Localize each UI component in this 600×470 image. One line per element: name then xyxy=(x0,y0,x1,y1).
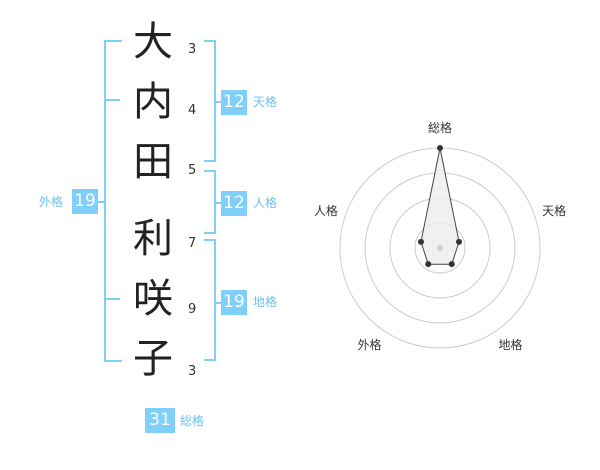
name-char-5: 咲 xyxy=(133,276,173,322)
radar-point-4 xyxy=(425,261,432,268)
stroke-count-1: 3 xyxy=(188,42,197,57)
gaikaku-badge: 19 xyxy=(72,189,98,214)
tenkaku-label: 天格 xyxy=(253,95,278,109)
radar-axis-label-5: 人格 xyxy=(314,203,338,218)
jinkaku-badge: 12 xyxy=(221,191,247,216)
name-char-4: 利 xyxy=(133,216,173,262)
chikaku-bracket xyxy=(204,239,216,361)
radar-axis-label-2: 天格 xyxy=(542,203,566,218)
name-char-2: 内 xyxy=(133,79,173,125)
gaikaku-bracket-tick-top xyxy=(104,99,120,101)
radar-point-1 xyxy=(437,145,443,151)
tenkaku-badge: 12 xyxy=(221,90,247,115)
radar-center-dot xyxy=(437,245,443,251)
radar-point-2 xyxy=(456,238,463,245)
radar-series-polygon xyxy=(420,147,460,265)
radar-axis-label-3: 地格 xyxy=(499,337,523,352)
stroke-count-4: 7 xyxy=(188,236,197,251)
soukaku-label: 総格 xyxy=(180,414,205,428)
radar-axis-label-1: 総格 xyxy=(428,120,452,135)
stroke-count-2: 4 xyxy=(188,103,197,118)
chikaku-badge: 19 xyxy=(221,290,247,315)
jinkaku-label: 人格 xyxy=(253,196,278,210)
stroke-count-3: 5 xyxy=(188,163,197,178)
radar-point-5 xyxy=(417,238,424,245)
jinkaku-connector xyxy=(214,202,222,204)
radar-point-3 xyxy=(448,261,455,268)
name-char-6: 子 xyxy=(133,336,173,382)
name-char-1: 大 xyxy=(133,19,173,65)
name-char-3: 田 xyxy=(133,139,173,185)
stroke-count-6: 3 xyxy=(188,364,197,379)
tenkaku-connector xyxy=(214,101,222,103)
gaikaku-label: 外格 xyxy=(39,195,64,209)
gaikaku-connector xyxy=(97,201,105,203)
radar-axis-label-4: 外格 xyxy=(357,337,381,352)
gaikaku-bracket xyxy=(104,40,122,362)
chikaku-connector xyxy=(214,302,222,304)
stroke-count-5: 9 xyxy=(188,302,197,317)
gaikaku-bracket-tick-bottom xyxy=(104,298,120,300)
soukaku-badge: 31 xyxy=(145,408,175,433)
chikaku-label: 地格 xyxy=(253,295,278,309)
